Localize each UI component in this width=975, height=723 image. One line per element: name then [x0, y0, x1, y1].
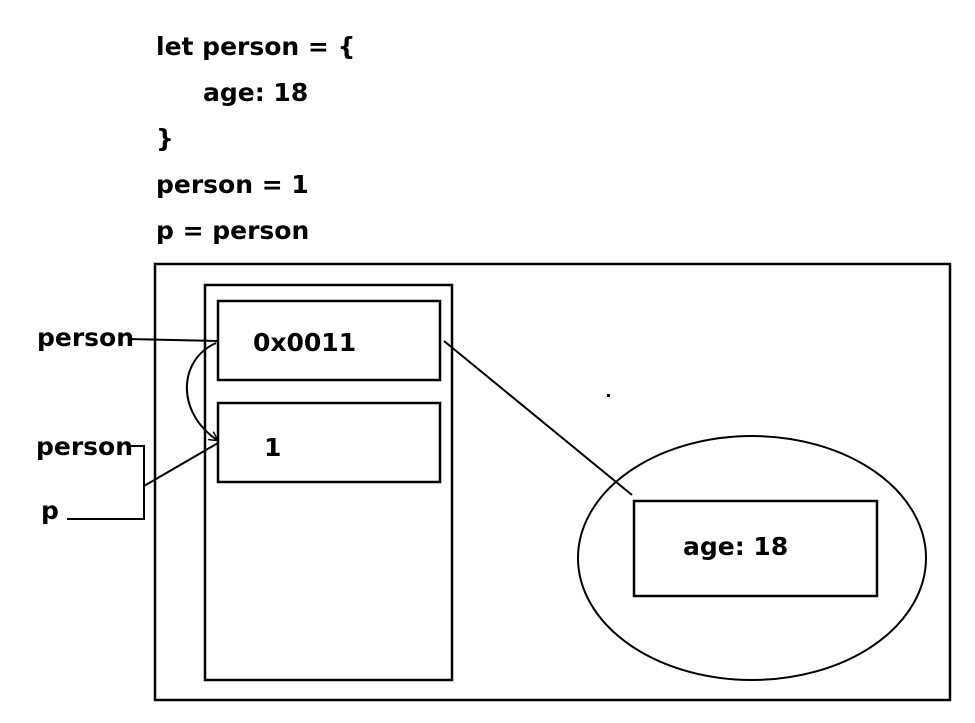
stack-cell-address-value: 0x0011 [253, 328, 356, 357]
code-line-p-assign: p = person [156, 216, 310, 245]
connector-bracket [67, 445, 145, 520]
heap-object-value: age: 18 [683, 532, 788, 561]
connector-bracket-to-number [143, 442, 219, 487]
code-line-close-brace: } [156, 124, 174, 153]
pointer-line [443, 340, 633, 496]
connector-person-to-address [127, 338, 219, 342]
heap-ellipse [577, 435, 927, 681]
stack-cell-number-value: 1 [264, 433, 281, 462]
variable-label-person-top: person [37, 323, 134, 352]
code-line-person-assign: person = 1 [156, 170, 309, 199]
variable-label-person-second: person [36, 432, 133, 461]
stray-dot [607, 394, 610, 397]
memory-frame [153, 262, 952, 702]
code-line-age: age: 18 [203, 78, 309, 107]
stack-column [203, 283, 454, 682]
reassign-arrow [185, 342, 217, 440]
stack-cell-number [216, 401, 442, 484]
heap-object-box [632, 499, 879, 598]
variable-label-p: p [41, 496, 59, 525]
code-line-let-person: let person = { [156, 32, 356, 61]
